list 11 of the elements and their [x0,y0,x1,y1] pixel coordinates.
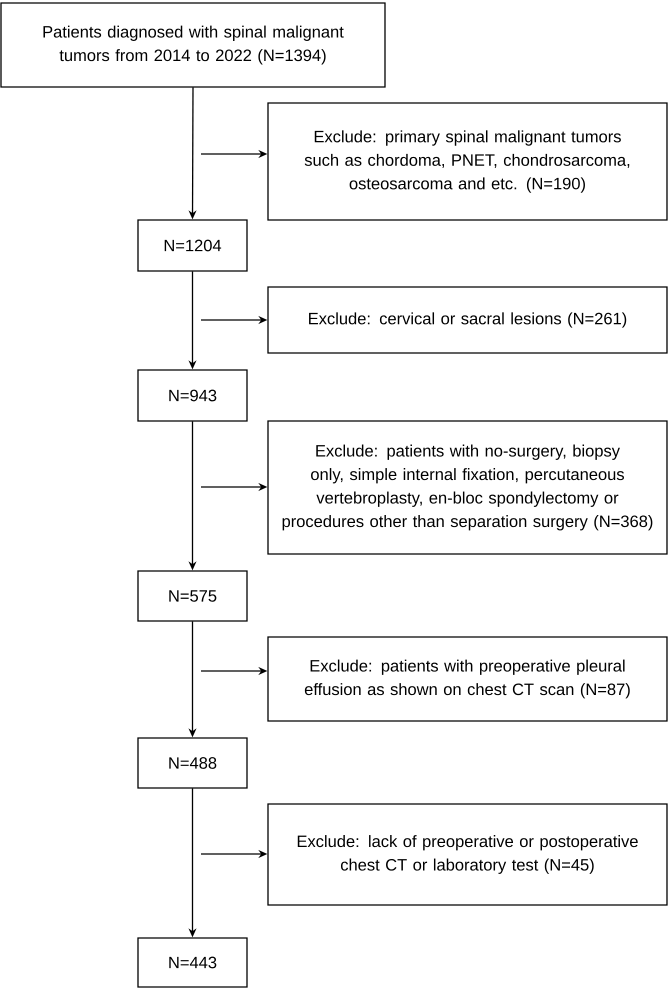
process-box: Patients diagnosed with spinal malignant tumors from 2014 to 2022 (N=1394) [0,2,386,88]
process-box: N=443 [137,937,248,988]
process-box: N=488 [137,737,248,789]
process-box: N=943 [137,369,248,422]
exclusion-box: Exclude: primary spinal malignant tumors such as chordoma, PNET, chondrosarcoma, osteosarcoma and etc. (N=190) [267,102,668,221]
exclusion-box: Exclude: lack of preoperative or postoperative chest CT or laboratory test (N=45) [267,803,668,906]
exclusion-box: Exclude: cervical or sacral lesions (N=261) [267,286,668,354]
exclusion-box: Exclude: patients with no-surgery, biopsy only, simple internal fixation, percutaneous vertebroplasty, en-bloc spondylectomy or procedures other than separation surgery (N=368) [267,420,668,555]
process-box: N=575 [137,570,248,622]
exclusion-box: Exclude: patients with preoperative pleural effusion as shown on chest CT scan (N=87) [267,636,668,722]
process-box: N=1204 [137,219,248,272]
